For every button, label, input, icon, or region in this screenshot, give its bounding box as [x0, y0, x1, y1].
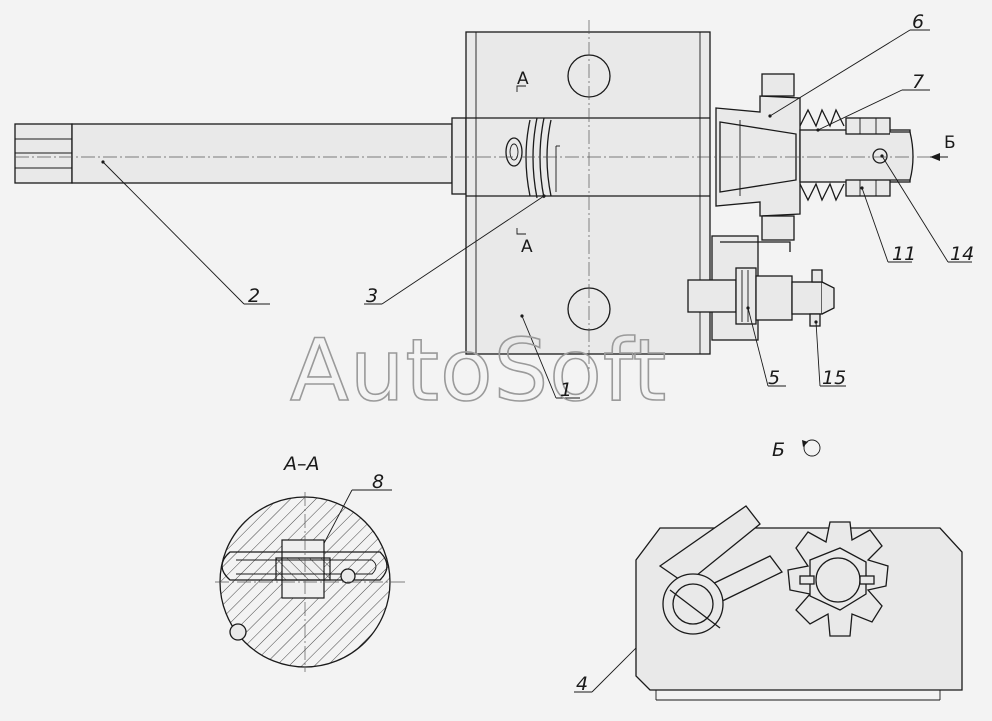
- callout-7: 7: [912, 71, 924, 93]
- callout-8: 8: [372, 471, 384, 493]
- section-title: А–А: [282, 453, 320, 475]
- view-arrow-b: [930, 153, 948, 161]
- gear: [787, 521, 889, 637]
- callout-3: 3: [366, 285, 378, 307]
- section-mark-a-top: А: [517, 69, 529, 89]
- callout-5: 5: [768, 367, 780, 389]
- rotation-icon: [802, 439, 821, 457]
- view-b: [635, 505, 963, 701]
- callout-15: 15: [822, 367, 846, 389]
- watermark: AutoSoft: [290, 321, 667, 421]
- hub-and-gear: [715, 73, 801, 241]
- latch-assembly: [687, 235, 835, 341]
- callout-2: 2: [248, 285, 260, 307]
- splined-shaft: [14, 117, 467, 195]
- section-a-a: [215, 492, 405, 672]
- callout-1: 1: [560, 379, 572, 401]
- callout-4: 4: [576, 673, 588, 695]
- leader-lines: [101, 29, 972, 693]
- view-title: Б: [772, 439, 785, 461]
- bracket-body: [465, 31, 711, 355]
- callout-11: 11: [892, 243, 916, 265]
- callout-6: 6: [912, 11, 924, 33]
- main-view: [14, 20, 948, 370]
- section-mark-a-bottom: А: [521, 237, 533, 257]
- castle-nut: [845, 117, 914, 197]
- section-arrows-a: [516, 85, 526, 235]
- callout-14: 14: [950, 243, 974, 265]
- view-mark-b: Б: [944, 133, 956, 153]
